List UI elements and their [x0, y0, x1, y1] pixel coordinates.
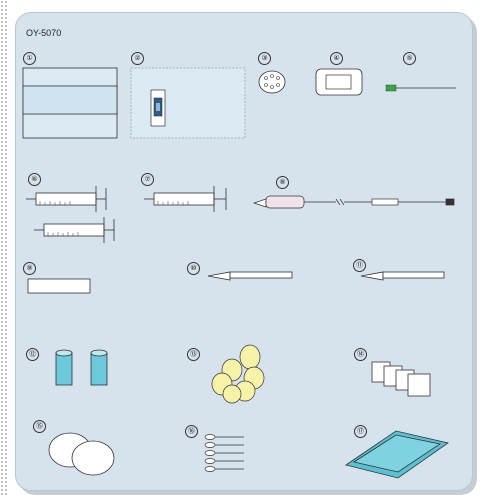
syringe-icon: [144, 186, 226, 212]
swab-icon: [205, 435, 244, 472]
cotton-pad-icon: [49, 433, 114, 475]
scalpel-icon: [361, 272, 444, 280]
label-icon: [28, 279, 90, 293]
needle-icon: [386, 85, 456, 91]
window-drape-icon: [131, 68, 245, 138]
gauze-pad-icon: [372, 362, 430, 396]
eye-pad-icon: [259, 71, 285, 93]
cup-icon: [56, 350, 107, 385]
iv-set-icon: [254, 196, 454, 208]
scalpel-icon: [208, 272, 292, 280]
dressing-icon: [316, 69, 362, 95]
drape-icon: [23, 68, 117, 138]
gauze-ball-icon: [212, 345, 264, 403]
tray-icon: [346, 431, 448, 478]
syringe-icon: [26, 186, 114, 243]
